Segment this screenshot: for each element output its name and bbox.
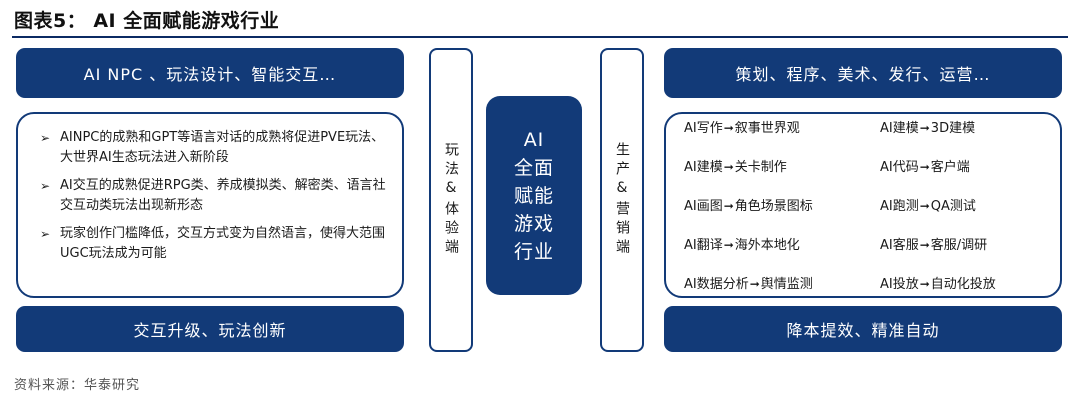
ai-capability-item: AI代码➞客户端 [880, 155, 1054, 180]
bullet-item: ➢ 玩家创作门槛降低，交互方式变为自然语言，使得大范围UGC玩法成为可能 [40, 224, 392, 264]
center-core-box: AI 全面 赋能 游戏 行业 [486, 96, 582, 295]
ai-capability-target: 关卡制作 [734, 160, 787, 175]
bullet-item: ➢ AI交互的成熟促进RPG类、养成模拟类、解密类、语言社交互动类玩法出现新形态 [40, 176, 392, 216]
ai-capability-target: 海外本地化 [734, 238, 800, 253]
gameplay-experience-label: 玩法&体验端 [443, 142, 459, 258]
ai-capability-target: 客服/调研 [930, 238, 988, 253]
right-top-banner: 策划、程序、美术、发行、运营… [664, 48, 1062, 98]
ai-capability-target: 叙事世界观 [734, 121, 800, 136]
center-line: 全面 [513, 156, 554, 179]
ai-capability-item: AI数据分析➞舆情监测 [684, 272, 880, 297]
ai-capability-source: AI建模 [684, 160, 723, 175]
left-bottom-banner: 交互升级、玩法创新 [16, 306, 404, 352]
ai-capability-target: 角色场景图标 [734, 199, 813, 214]
ai-capability-source: AI画图 [684, 199, 723, 214]
right-arrow-icon: ➞ [723, 160, 734, 174]
right-arrow-icon: ➞ [723, 238, 734, 252]
ai-capability-item: AI客服➞客服/调研 [880, 233, 1054, 258]
right-arrow-icon: ➞ [919, 199, 930, 213]
center-line: 行业 [513, 240, 554, 263]
ai-capability-target: 客户端 [930, 160, 970, 175]
ai-capability-source: AI建模 [880, 121, 919, 136]
ai-capability-source: AI写作 [684, 121, 723, 136]
ai-capability-source: AI客服 [880, 238, 919, 253]
production-marketing-label: 生产&营销端 [614, 142, 630, 258]
left-top-banner: AI NPC 、玩法设计、智能交互… [16, 48, 404, 98]
ai-capability-item: AI写作➞叙事世界观 [684, 116, 880, 141]
bullet-text: 玩家创作门槛降低，交互方式变为自然语言，使得大范围UGC玩法成为可能 [60, 226, 386, 261]
ai-capability-source: AI数据分析 [684, 277, 749, 292]
ai-capability-target: 舆情监测 [760, 277, 813, 292]
right-grid-panel [664, 112, 1062, 298]
left-bullet-list: ➢ AINPC的成熟和GPT等语言对话的成熟将促进PVE玩法、大世界AI生态玩法… [40, 128, 392, 272]
ai-capability-item: AI翻译➞海外本地化 [684, 233, 880, 258]
gameplay-experience-box: 玩法&体验端 [429, 48, 473, 352]
right-arrow-icon: ➞ [919, 238, 930, 252]
bullet-text: AINPC的成熟和GPT等语言对话的成熟将促进PVE玩法、大世界AI生态玩法进入… [60, 130, 385, 165]
ai-capability-item: AI建模➞3D建模 [880, 116, 1054, 141]
bullet-arrow-icon: ➢ [40, 227, 51, 241]
source-note: 资料来源：华泰研究 [14, 378, 141, 393]
figure-title: 图表5： AI 全面赋能游戏行业 [14, 10, 280, 32]
ai-capability-target: 自动化投放 [930, 277, 996, 292]
ai-capability-source: AI翻译 [684, 238, 723, 253]
right-arrow-icon: ➞ [723, 121, 734, 135]
ai-capability-item: AI建模➞关卡制作 [684, 155, 880, 180]
ai-capability-item: AI跑测➞QA测试 [880, 194, 1054, 219]
center-line: AI [523, 128, 545, 151]
right-arrow-icon: ➞ [919, 121, 930, 135]
right-arrow-icon: ➞ [919, 277, 930, 291]
bullet-item: ➢ AINPC的成熟和GPT等语言对话的成熟将促进PVE玩法、大世界AI生态玩法… [40, 128, 392, 168]
ai-capability-target: QA测试 [930, 199, 976, 214]
right-arrow-icon: ➞ [723, 199, 734, 213]
ai-capability-source: AI跑测 [880, 199, 919, 214]
right-bottom-banner: 降本提效、精准自动 [664, 306, 1062, 352]
ai-capability-item: AI投放➞自动化投放 [880, 272, 1054, 297]
ai-capability-target: 3D建模 [930, 121, 976, 136]
right-arrow-icon: ➞ [919, 160, 930, 174]
title-divider [12, 36, 1068, 38]
bullet-arrow-icon: ➢ [40, 131, 51, 145]
production-marketing-box: 生产&营销端 [600, 48, 644, 352]
bullet-arrow-icon: ➢ [40, 179, 51, 193]
ai-capability-source: AI投放 [880, 277, 919, 292]
center-line: 赋能 [513, 184, 554, 207]
center-line: 游戏 [513, 212, 554, 235]
bullet-text: AI交互的成熟促进RPG类、养成模拟类、解密类、语言社交互动类玩法出现新形态 [60, 178, 386, 213]
ai-capability-item: AI画图➞角色场景图标 [684, 194, 880, 219]
left-bullet-panel [16, 112, 404, 298]
ai-capability-source: AI代码 [880, 160, 919, 175]
right-arrow-icon: ➞ [749, 277, 760, 291]
